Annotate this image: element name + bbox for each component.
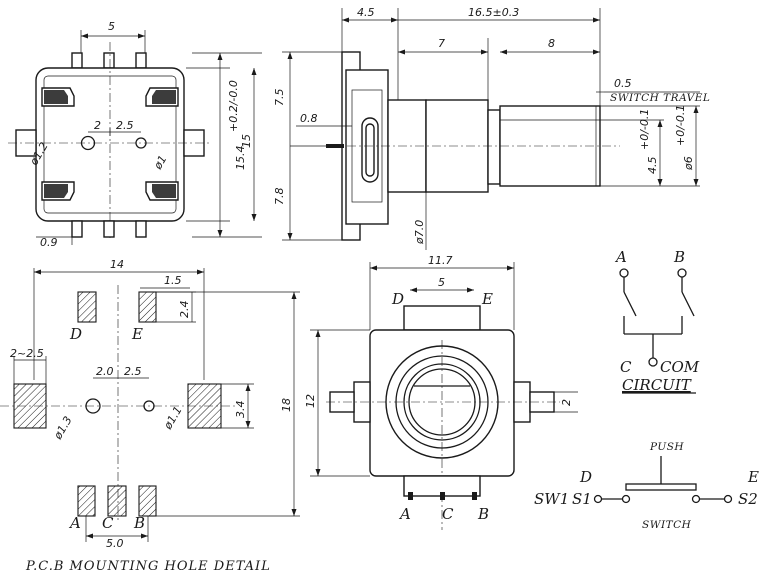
bottom-pin-left: [71, 220, 83, 238]
bottom-top-tab: [403, 305, 481, 331]
circuit-title: CIRCUIT: [622, 376, 692, 394]
pcb-detail-caption: P.C.B MOUNTING HOLE DETAIL: [25, 559, 271, 574]
switch-contact-left: [621, 494, 631, 504]
bottom-pin-middle: [103, 220, 115, 238]
switch-label-e: E: [747, 468, 759, 486]
switch-push-label: PUSH: [649, 441, 684, 453]
label-pcb-b: B: [133, 514, 145, 532]
label-bottom-e: E: [481, 290, 493, 308]
bottom-pin-right: [135, 220, 147, 238]
terminal-b: [677, 268, 687, 278]
dim-total-length: 16.5±0.3: [468, 6, 519, 19]
mount-hole-left: [80, 135, 96, 151]
dim-bushing-dia: ø7.0: [413, 220, 426, 245]
pad-d: [77, 291, 97, 323]
circuit-diagram: A B C COM CIRCUIT: [614, 248, 700, 394]
dim-pin-thickness: 0.8: [300, 112, 318, 125]
dim-pad-height: 2.4: [178, 301, 191, 319]
dim-top-width: 5: [108, 20, 115, 33]
label-bottom-c: C: [442, 505, 454, 523]
label-bottom-d: D: [391, 290, 404, 308]
pcb-hole-right: [143, 400, 155, 412]
dim-shaft-length-a: 7: [438, 37, 445, 50]
dim-mount-pad-height: 3.4: [234, 401, 247, 419]
circuit-label-a: A: [614, 248, 627, 266]
dim-pin-offset: 0.9: [40, 236, 58, 249]
circuit-label-c: C: [620, 358, 632, 376]
dim-shaft-dia: ø6: [682, 156, 695, 171]
pad-b: [138, 485, 157, 517]
dim-hole-right-dia: ø1: [151, 153, 170, 172]
dim-shaft-length-b: 8: [548, 37, 555, 50]
dim-hole-spacing-a: 2: [94, 119, 101, 132]
pcb-hole-left: [85, 398, 101, 414]
circuit-label-b: B: [673, 248, 685, 266]
bottom-view: 11.7 5 D E 12 2: [304, 254, 578, 530]
switch-title: SWITCH: [642, 519, 692, 531]
dim-tab-width: 2: [560, 399, 573, 406]
switch-label-sw1: SW1: [534, 490, 569, 508]
dim-shaft-tol: +0/-0.1: [674, 105, 687, 146]
dim-flat-tol: +0/-0.1: [638, 109, 651, 150]
mount-pad-left: [13, 383, 47, 429]
top-pin-right: [135, 52, 147, 69]
dim-pad-width: 1.5: [164, 274, 182, 287]
terminal-com: [648, 357, 658, 367]
dim-pcb-height: 18: [280, 398, 293, 412]
circuit-label-com: COM: [660, 358, 700, 376]
top-pin-left: [71, 52, 83, 69]
dim-hole-spacing-b: 2.5: [116, 119, 134, 132]
front-view: 5 2 2.5 ø1.2 ø1 0.9: [8, 20, 262, 249]
pcb-detail: 14 1.5 2.4 D E 2~2.5 2.0 2.5 ø1.3 ø1.1: [0, 258, 300, 574]
mount-hole-right: [135, 137, 147, 149]
terminal-a: [619, 268, 629, 278]
label-pcb-a: A: [68, 514, 81, 532]
dim-height-outer-tol: +0.2/-0.0: [227, 80, 240, 132]
dim-pcb-hole-right-dia: ø1.1: [161, 404, 185, 432]
switch-terminal-s1: [593, 494, 603, 504]
pad-c: [107, 485, 127, 517]
switch-label-s2: S2: [738, 490, 758, 508]
dim-height-outer: 15.4: [234, 146, 247, 171]
dim-body-depth: 4.5: [357, 6, 375, 19]
dim-pcb-width: 14: [110, 258, 124, 271]
switch-label-d: D: [579, 468, 592, 486]
label-bottom-a: A: [398, 505, 411, 523]
switch-contact-right: [691, 494, 701, 504]
dim-pcb-hole-spacing-b: 2.5: [124, 365, 142, 378]
label-bottom-b: B: [477, 505, 489, 523]
dim-height-inner: 15: [240, 134, 253, 148]
side-view: 4.5 16.5±0.3 7 8 0.5 SWITCH TRAVEL: [273, 6, 710, 250]
dim-pin-pitch: 5.0: [106, 537, 124, 550]
pad-e: [138, 291, 157, 323]
top-pin-middle: [103, 52, 115, 69]
switch-travel-label: SWITCH TRAVEL: [610, 92, 710, 104]
dim-pcb-hole-left-dia: ø1.3: [51, 414, 75, 442]
dim-mount-pad-width: 2~2.5: [10, 347, 44, 360]
dim-upper-height: 7.5: [273, 89, 286, 107]
switch-actuator: [625, 483, 697, 491]
label-pcb-e: E: [131, 325, 143, 343]
dim-bottom-width: 11.7: [428, 254, 453, 267]
side-body-main: [345, 69, 389, 225]
label-pcb-d: D: [69, 325, 82, 343]
switch-terminal-s2: [723, 494, 733, 504]
dim-lower-height: 7.8: [273, 188, 286, 206]
shaft-collar: [487, 109, 501, 185]
pad-a: [77, 485, 96, 517]
label-pcb-c: C: [102, 514, 114, 532]
dim-flat: 4.5: [646, 157, 659, 175]
switch-diagram: PUSH D E SW1 S1 S2 SWITCH: [534, 441, 759, 531]
dim-switch-travel: 0.5: [614, 77, 632, 90]
mount-pad-right: [187, 383, 222, 429]
dim-bottom-height: 12: [304, 394, 317, 408]
switch-label-s1: S1: [572, 490, 592, 508]
dim-bottom-pin-spacing: 5: [438, 276, 445, 289]
dim-pcb-hole-spacing-a: 2.0: [96, 365, 114, 378]
